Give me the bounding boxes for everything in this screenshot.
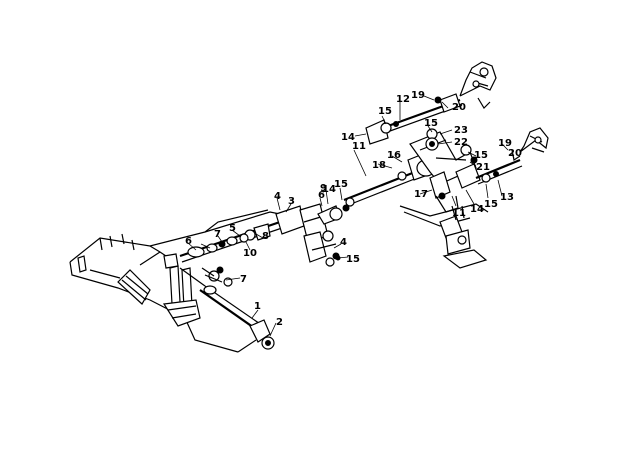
right-bellcrank xyxy=(409,127,549,213)
right-lower-bracket xyxy=(399,203,489,269)
callout-18: 18 xyxy=(372,160,386,171)
callout-12: 12 xyxy=(396,94,410,105)
callout-3: 3 xyxy=(288,196,295,207)
callout-20: 20 xyxy=(452,102,466,113)
callout-16: 16 xyxy=(387,150,401,161)
callout-14: 14 xyxy=(322,184,336,195)
callout-20: 20 xyxy=(508,148,522,159)
pedal-assembly xyxy=(117,253,201,327)
callout-14: 14 xyxy=(470,204,484,215)
callout-19: 19 xyxy=(411,90,425,101)
callout-7: 7 xyxy=(214,229,221,240)
callout-labels: 1 2 3 4 4 5 6 6 7 7 8 9 10 11 11 12 13 1… xyxy=(185,90,522,328)
callout-11: 11 xyxy=(452,208,466,219)
callout-6: 6 xyxy=(185,236,192,247)
callout-23: 23 xyxy=(454,125,468,136)
callout-8: 8 xyxy=(262,231,269,242)
callout-11: 11 xyxy=(352,141,366,152)
callout-15: 15 xyxy=(474,150,488,161)
callout-9: 9 xyxy=(320,183,327,194)
upper-right-rod xyxy=(365,61,497,145)
callout-10: 10 xyxy=(243,248,257,259)
callout-15: 15 xyxy=(378,106,392,117)
callout-2: 2 xyxy=(276,317,283,328)
cross-shaft xyxy=(179,267,275,350)
callout-13: 13 xyxy=(500,192,514,203)
callout-17: 17 xyxy=(414,189,428,200)
callout-7: 7 xyxy=(240,274,247,285)
callout-5: 5 xyxy=(229,223,236,234)
callout-15: 15 xyxy=(334,179,348,190)
callout-15: 15 xyxy=(424,118,438,129)
central-bracket xyxy=(299,203,350,267)
callout-15: 15 xyxy=(484,199,498,210)
callout-1: 1 xyxy=(254,301,261,312)
callout-21: 21 xyxy=(476,162,490,173)
callout-14: 14 xyxy=(341,132,355,143)
callout-22: 22 xyxy=(454,137,468,148)
left-linkage xyxy=(179,205,305,287)
callout-19: 19 xyxy=(498,138,512,149)
callout-6: 6 xyxy=(318,190,325,201)
leader-lines xyxy=(187,95,515,337)
callout-4: 4 xyxy=(340,237,347,248)
callout-15: 15 xyxy=(346,254,360,265)
callout-4: 4 xyxy=(274,191,281,202)
